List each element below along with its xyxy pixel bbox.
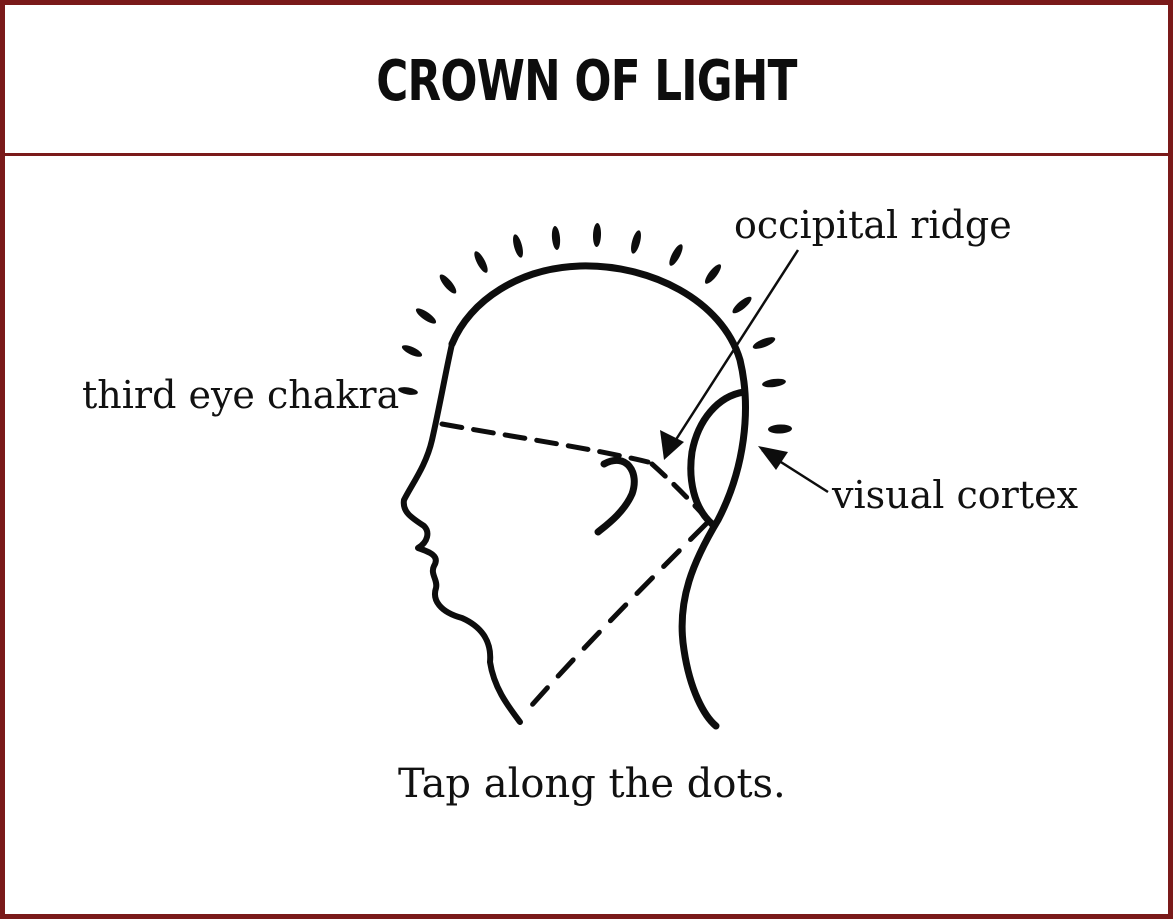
light-ray bbox=[704, 264, 722, 284]
light-ray bbox=[768, 424, 792, 434]
visual-cortex-oval bbox=[687, 388, 748, 528]
light-ray bbox=[762, 378, 786, 388]
third-eye-chakra-label: third eye chakra bbox=[82, 373, 400, 417]
page-title: CROWN OF LIGHT bbox=[376, 48, 797, 114]
visual-cortex-arrow bbox=[758, 446, 829, 494]
dotted-line-ridge-to-chin bbox=[521, 521, 709, 717]
ear bbox=[594, 456, 638, 536]
occipital-ridge-label: occipital ridge bbox=[734, 203, 1012, 247]
instruction-caption: Tap along the dots. bbox=[398, 761, 786, 807]
light-ray bbox=[752, 337, 776, 349]
light-ray bbox=[551, 226, 561, 250]
occipital-ridge-arrow bbox=[660, 249, 800, 460]
light-ray bbox=[669, 244, 683, 266]
visual-cortex-label: visual cortex bbox=[832, 473, 1078, 517]
title-bar: CROWN OF LIGHT bbox=[5, 5, 1168, 156]
light-ray bbox=[439, 274, 457, 294]
head-crown-outline bbox=[448, 262, 749, 730]
light-ray bbox=[415, 308, 437, 324]
crown-light-rays bbox=[398, 223, 792, 434]
dotted-line-ear-to-ridge bbox=[649, 461, 711, 523]
light-ray bbox=[398, 387, 418, 395]
light-ray bbox=[401, 345, 423, 357]
dotted-line-forehead-to-ear bbox=[439, 421, 651, 465]
light-ray bbox=[474, 251, 488, 273]
light-ray bbox=[732, 296, 752, 314]
light-ray bbox=[631, 230, 641, 254]
face-profile bbox=[400, 341, 523, 725]
light-ray bbox=[513, 234, 523, 258]
light-ray bbox=[592, 223, 602, 247]
